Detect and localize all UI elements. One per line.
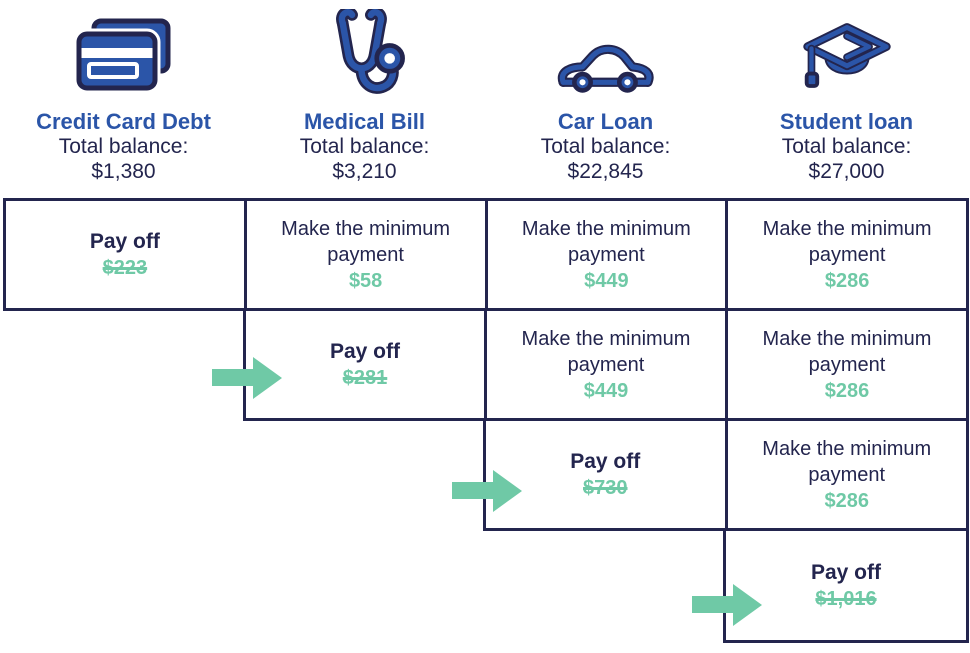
column-title: Student loan	[779, 109, 914, 134]
step-row-3: Pay off $730 Make the minimum payment $2…	[483, 418, 969, 531]
payoff-cell: Pay off $730	[486, 421, 725, 528]
minimum-label: Make the minimum payment	[281, 217, 451, 266]
column-header-credit-card: Credit Card Debt Total balance: $1,380	[3, 0, 244, 184]
column-title: Medical Bill	[303, 109, 426, 134]
payoff-amount: $281	[342, 366, 388, 389]
minimum-amount: $58	[348, 269, 383, 292]
credit-card-icon	[73, 18, 170, 94]
column-header-medical-bill: Medical Bill Total balance: $3,210	[244, 0, 485, 184]
stethoscope-icon	[335, 9, 405, 94]
balance-label: Total balance:	[299, 135, 430, 158]
right-arrow-icon	[692, 584, 762, 626]
balance-label: Total balance:	[58, 135, 189, 158]
payoff-amount: $730	[583, 476, 628, 499]
column-title: Car Loan	[557, 109, 654, 134]
minimum-payment-cell: Make the minimum payment $449	[484, 311, 725, 418]
balance-value: $1,380	[91, 160, 156, 183]
payoff-label: Pay off	[329, 339, 400, 363]
column-header-student-loan: Student loan Total balance: $27,000	[726, 0, 967, 184]
payment-steps-table: Pay off $223 Make the minimum payment $5…	[3, 198, 969, 643]
minimum-amount: $449	[583, 379, 629, 402]
minimum-payment-cell: Make the minimum payment $286	[724, 421, 967, 528]
car-icon	[557, 44, 654, 93]
payoff-label: Pay off	[810, 560, 881, 584]
balance-value: $3,210	[332, 160, 397, 183]
column-headers: Credit Card Debt Total balance: $1,380	[3, 0, 967, 184]
column-title: Credit Card Debt	[36, 109, 211, 134]
minimum-amount: $449	[584, 269, 629, 292]
column-header-car-loan: Car Loan Total balance: $22,845	[485, 0, 726, 184]
balance-label: Total balance:	[540, 135, 671, 158]
payoff-amount: $1,016	[815, 587, 877, 610]
balance-label: Total balance:	[781, 135, 912, 158]
right-arrow-icon	[452, 470, 522, 512]
step-row-2: Pay off $281 Make the minimum payment $4…	[243, 308, 969, 421]
balance-value: $27,000	[808, 160, 885, 183]
minimum-amount: $286	[824, 379, 870, 402]
step-row-1: Pay off $223 Make the minimum payment $5…	[3, 198, 969, 311]
payoff-label: Pay off	[89, 229, 160, 253]
graduation-cap-icon	[802, 23, 891, 88]
minimum-label: Make the minimum payment	[762, 327, 932, 376]
payoff-label: Pay off	[570, 449, 641, 473]
minimum-amount: $286	[824, 489, 870, 512]
payoff-cell: Pay off $1,016	[726, 531, 966, 640]
minimum-payment-cell: Make the minimum payment $449	[484, 201, 726, 308]
minimum-label: Make the minimum payment	[762, 217, 932, 266]
payoff-cell: Pay off $281	[246, 311, 484, 418]
balance-value: $22,845	[567, 160, 644, 183]
minimum-payment-cell: Make the minimum payment $286	[725, 201, 966, 308]
payoff-amount: $223	[102, 256, 148, 279]
minimum-label: Make the minimum payment	[762, 437, 932, 486]
payoff-cell: Pay off $223	[6, 201, 244, 308]
minimum-payment-cell: Make the minimum payment $286	[725, 311, 966, 418]
minimum-label: Make the minimum payment	[521, 217, 691, 266]
minimum-label: Make the minimum payment	[521, 327, 691, 376]
step-row-4: Pay off $1,016	[723, 528, 969, 643]
minimum-payment-cell: Make the minimum payment $58	[243, 201, 485, 308]
right-arrow-icon	[212, 357, 282, 399]
minimum-amount: $286	[824, 269, 870, 292]
